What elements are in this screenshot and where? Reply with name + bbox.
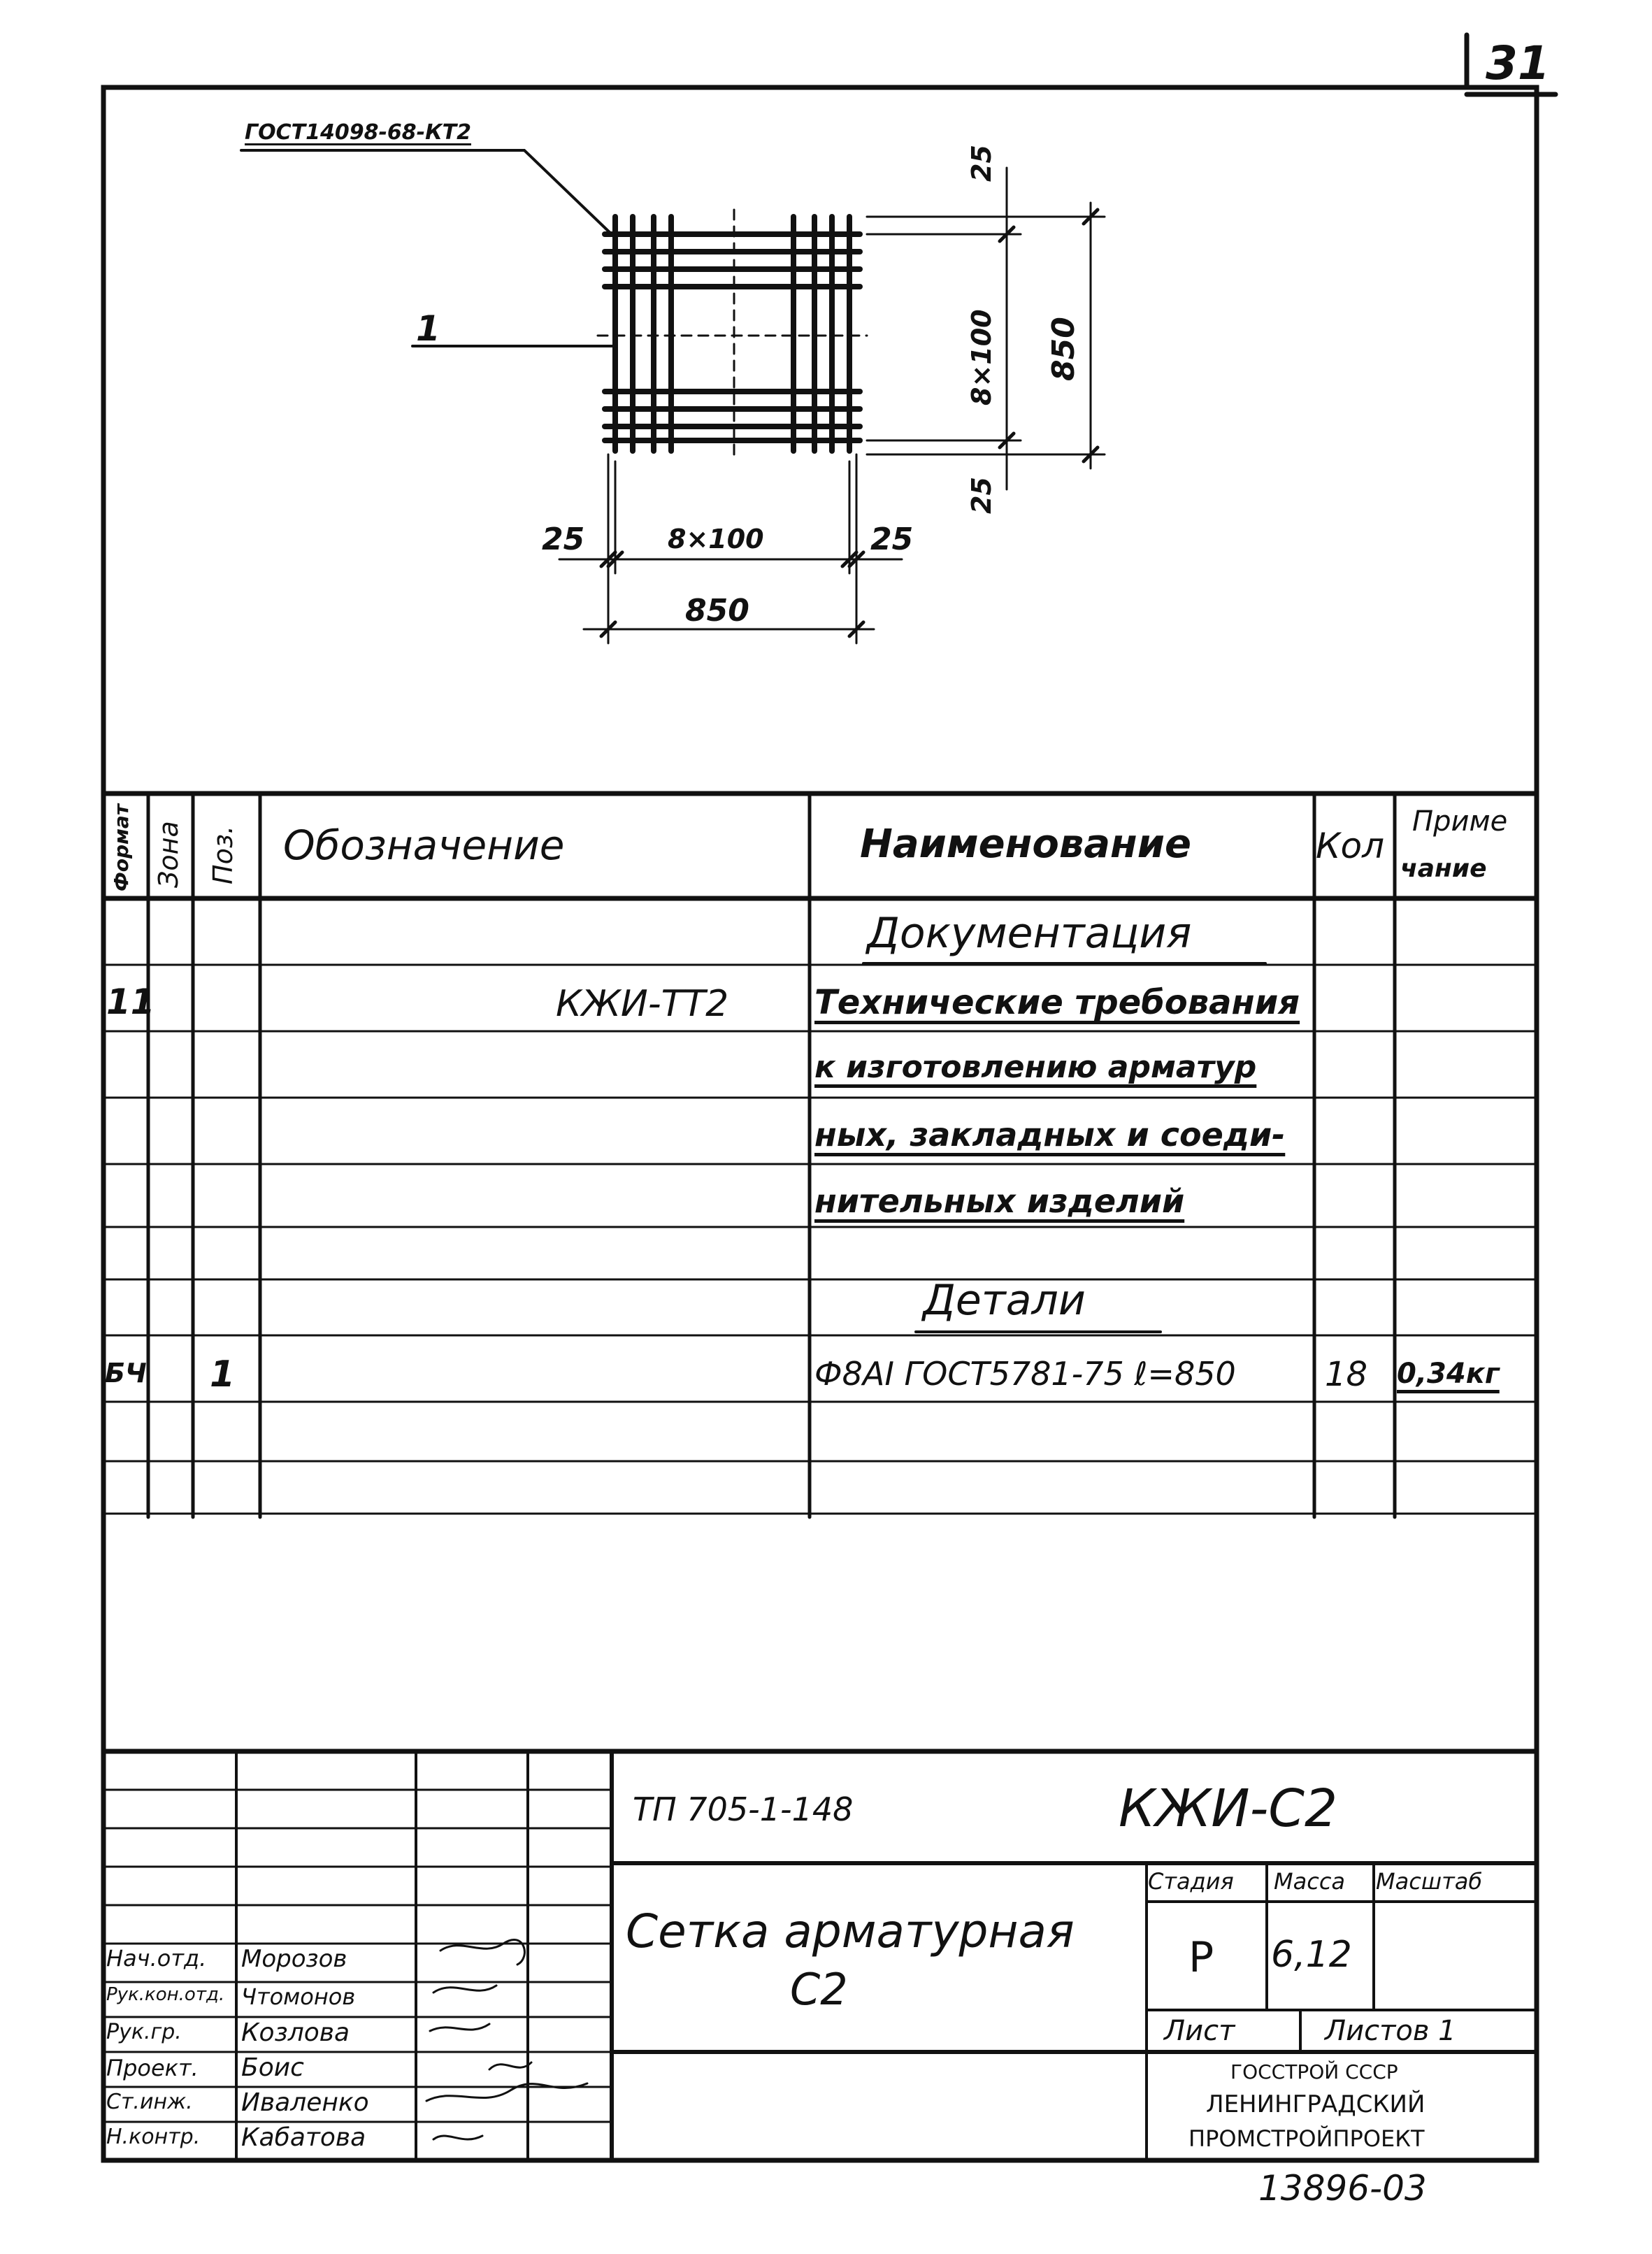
signature-role: Рук.кон.отд. xyxy=(106,1984,225,2005)
signature-name: Чтомонов xyxy=(241,1983,356,2010)
org-line1: ГОССТРОЙ СССР xyxy=(1230,2060,1398,2083)
doc-row-format: 11 xyxy=(106,982,155,1022)
mass-label: Масса xyxy=(1274,1868,1346,1895)
dim-left-label: 25 xyxy=(542,522,585,557)
signature-name: Боис xyxy=(241,2053,304,2082)
signature-role: Н.контр. xyxy=(106,2125,201,2149)
signature-role: Нач.отд. xyxy=(106,1945,207,1972)
gost-label: ГОСТ14098-68-КТ2 xyxy=(245,120,471,145)
org-line2: ЛЕНИНГРАДСКИЙ xyxy=(1206,2090,1425,2118)
title-line2: С2 xyxy=(790,1964,848,2015)
stage-value: Р xyxy=(1188,1933,1214,1982)
dim-vert-bottom-label: 25 xyxy=(966,477,997,514)
header-qty: Кол xyxy=(1316,826,1385,866)
detail-row-format: БЧ xyxy=(105,1358,147,1388)
dim-right-label: 25 xyxy=(870,522,914,557)
outer-frame xyxy=(101,85,1539,2163)
stage-label: Стадия xyxy=(1148,1868,1234,1895)
doc-row-name-line2: к изготовлению арматур xyxy=(814,1049,1257,1085)
header-designation: Обозначение xyxy=(283,821,565,869)
section-details: Детали xyxy=(923,1276,1086,1325)
header-format: Формат xyxy=(110,803,133,891)
dim-middle-label: 8×100 xyxy=(668,524,764,554)
signature-name: Козлова xyxy=(241,2018,350,2047)
doc-row-designation: КЖИ-ТТ2 xyxy=(556,983,729,1025)
doc-row-name-line4: нительных изделий xyxy=(814,1182,1185,1220)
signature-name: Кабатова xyxy=(241,2123,366,2152)
sheet-label: Лист xyxy=(1164,2015,1235,2047)
document-code: КЖИ-С2 xyxy=(1119,1779,1338,1839)
archive-number: 13896-03 xyxy=(1258,2168,1427,2209)
header-pos: Поз. xyxy=(208,825,238,884)
title-line1: Сетка арматурная xyxy=(626,1904,1075,1958)
dim-total-label: 850 xyxy=(685,593,749,629)
project-code: ТП 705-1-148 xyxy=(633,1790,854,1828)
scale-label: Масштаб xyxy=(1376,1868,1483,1895)
sheets-label: Листов 1 xyxy=(1325,2015,1456,2047)
org-line3: ПРОМСТРОЙПРОЕКТ xyxy=(1188,2125,1425,2152)
mesh-bars xyxy=(602,214,863,454)
header-name: Наименование xyxy=(860,821,1191,867)
sheet-number: 31 xyxy=(1486,36,1550,90)
detail-row-pos: 1 xyxy=(210,1354,236,1395)
dim-vert-middle-label: 8×100 xyxy=(966,309,997,405)
dim-vert-total-label: 850 xyxy=(1046,317,1082,381)
header-note-line1: Приме xyxy=(1412,805,1508,838)
dim-top-label: 25 xyxy=(966,145,997,182)
signature-name: Иваленко xyxy=(241,2088,369,2117)
signature-role: Проект. xyxy=(106,2055,199,2081)
header-zone: Зона xyxy=(153,821,184,888)
signature-role: Рук.гр. xyxy=(106,2020,182,2044)
signature-role: Ст.инж. xyxy=(106,2090,193,2114)
detail-row-note: 0,34кг xyxy=(1397,1358,1500,1390)
detail-row-name: Ф8АI ГОСТ5781-75 ℓ=850 xyxy=(814,1355,1236,1393)
position-mark-label: 1 xyxy=(416,308,440,349)
section-documentation: Документация xyxy=(867,909,1192,958)
doc-row-name-line1: Технические требования xyxy=(814,983,1300,1022)
mass-value: 6,12 xyxy=(1271,1934,1352,1976)
signature-name: Морозов xyxy=(241,1945,347,1973)
detail-row-qty: 18 xyxy=(1325,1355,1368,1394)
header-note-line2: чание xyxy=(1400,854,1487,883)
doc-row-name-line3: ных, закладных и соеди- xyxy=(814,1116,1286,1154)
